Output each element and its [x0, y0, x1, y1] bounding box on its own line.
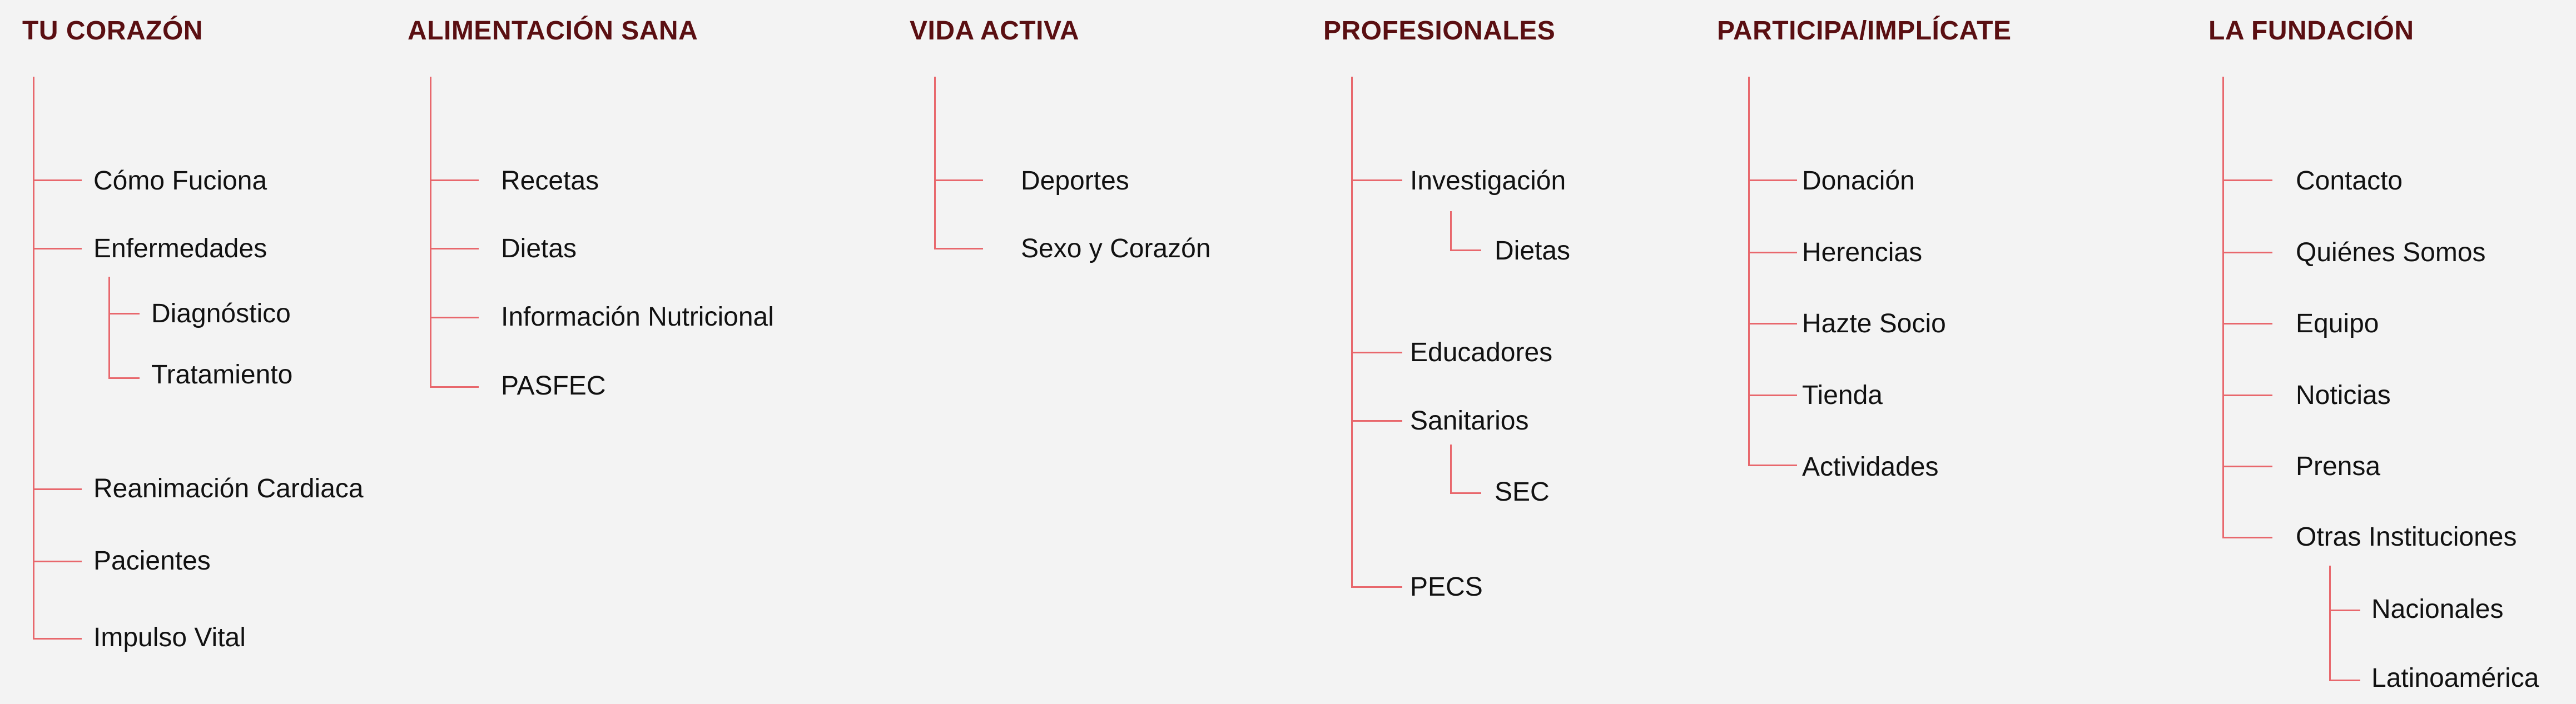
subtree-branch-line — [1450, 249, 1481, 251]
menu-item-otras-instituciones[interactable]: Otras Instituciones — [2296, 522, 2517, 552]
tree-branch-line — [2222, 466, 2272, 467]
tree-branch-line — [1351, 586, 1402, 588]
subtree-branch-line — [108, 313, 140, 314]
menu-item-dietas[interactable]: Dietas — [501, 234, 577, 263]
tree-branch-line — [1351, 179, 1402, 181]
tree-branch-line — [33, 561, 82, 562]
tree-branch-line — [2222, 537, 2272, 538]
menu-item-equipo[interactable]: Equipo — [2296, 309, 2379, 338]
tree-branch-line — [1351, 352, 1402, 353]
tree-trunk-line — [1351, 77, 1353, 588]
menu-item-deportes[interactable]: Deportes — [1021, 166, 1129, 196]
menu-item-hazte-socio[interactable]: Hazte Socio — [1802, 309, 1946, 338]
tree-branch-line — [33, 179, 82, 181]
menu-item-enfermedades[interactable]: Enfermedades — [93, 234, 267, 263]
menu-item-tienda[interactable]: Tienda — [1802, 381, 1883, 410]
menu-item-pacientes[interactable]: Pacientes — [93, 546, 211, 576]
menu-item-tratamiento[interactable]: Tratamiento — [151, 360, 293, 390]
tree-branch-line — [2222, 179, 2272, 181]
tree-branch-line — [33, 488, 82, 490]
menu-item-informacion-nutricional[interactable]: Información Nutricional — [501, 302, 774, 332]
tree-trunk-line — [430, 77, 431, 388]
subtree-branch-line — [1450, 492, 1481, 494]
menu-item-reanimacion-cardiaca[interactable]: Reanimación Cardiaca — [93, 474, 364, 503]
menu-item-donacion[interactable]: Donación — [1802, 166, 1915, 196]
menu-item-dietas-investigacion[interactable]: Dietas — [1495, 236, 1571, 266]
column-heading[interactable]: PARTICIPA/IMPLÍCATE — [1717, 16, 2012, 46]
menu-item-contacto[interactable]: Contacto — [2296, 166, 2403, 196]
subtree-branch-line — [108, 377, 140, 379]
tree-trunk-line — [33, 77, 34, 640]
subtree-line — [108, 277, 110, 379]
menu-item-herencias[interactable]: Herencias — [1802, 238, 1923, 267]
menu-item-noticias[interactable]: Noticias — [2296, 381, 2391, 410]
tree-branch-line — [430, 248, 479, 249]
column-heading[interactable]: VIDA ACTIVA — [910, 16, 1080, 46]
subtree-line — [1450, 211, 1452, 251]
menu-item-como-fuciona[interactable]: Cómo Fuciona — [93, 166, 267, 196]
tree-trunk-line — [2222, 77, 2224, 538]
menu-item-investigacion[interactable]: Investigación — [1410, 166, 1566, 196]
menu-item-actividades[interactable]: Actividades — [1802, 452, 1939, 482]
menu-item-prensa[interactable]: Prensa — [2296, 452, 2381, 481]
tree-branch-line — [2222, 323, 2272, 324]
tree-trunk-line — [934, 77, 936, 249]
column-heading[interactable]: TU CORAZÓN — [22, 16, 203, 46]
tree-branch-line — [1748, 395, 1797, 396]
menu-item-impulso-vital[interactable]: Impulso Vital — [93, 623, 246, 652]
column-heading[interactable]: ALIMENTACIÓN SANA — [408, 16, 698, 46]
tree-branch-line — [1748, 179, 1797, 181]
tree-trunk-line — [1748, 77, 1750, 466]
subtree-line — [2329, 566, 2331, 681]
tree-branch-line — [33, 638, 82, 640]
tree-branch-line — [934, 248, 983, 249]
menu-item-sanitarios[interactable]: Sanitarios — [1410, 406, 1529, 436]
tree-branch-line — [33, 248, 82, 249]
tree-branch-line — [2222, 395, 2272, 396]
menu-item-sec[interactable]: SEC — [1495, 477, 1550, 507]
tree-branch-line — [934, 179, 983, 181]
tree-branch-line — [430, 386, 479, 388]
menu-item-sexo-y-corazon[interactable]: Sexo y Corazón — [1021, 234, 1211, 263]
menu-item-quienes-somos[interactable]: Quiénes Somos — [2296, 238, 2486, 267]
tree-branch-line — [430, 179, 479, 181]
menu-item-latinoamerica[interactable]: Latinoamérica — [2371, 663, 2539, 693]
menu-item-pasfec[interactable]: PASFEC — [501, 371, 606, 401]
subtree-line — [1450, 445, 1452, 494]
tree-branch-line — [1748, 465, 1797, 466]
tree-branch-line — [1351, 420, 1402, 422]
tree-branch-line — [1748, 252, 1797, 253]
subtree-branch-line — [2329, 680, 2360, 681]
subtree-branch-line — [2329, 610, 2360, 611]
menu-item-pecs[interactable]: PECS — [1410, 572, 1483, 602]
column-heading[interactable]: LA FUNDACIÓN — [2208, 16, 2414, 46]
tree-branch-line — [2222, 252, 2272, 253]
tree-branch-line — [430, 317, 479, 318]
menu-item-nacionales[interactable]: Nacionales — [2371, 595, 2504, 624]
menu-item-educadores[interactable]: Educadores — [1410, 338, 1553, 367]
tree-branch-line — [1748, 323, 1797, 324]
menu-item-diagnostico[interactable]: Diagnóstico — [151, 299, 291, 328]
column-heading[interactable]: PROFESIONALES — [1323, 16, 1556, 46]
menu-item-recetas[interactable]: Recetas — [501, 166, 599, 196]
